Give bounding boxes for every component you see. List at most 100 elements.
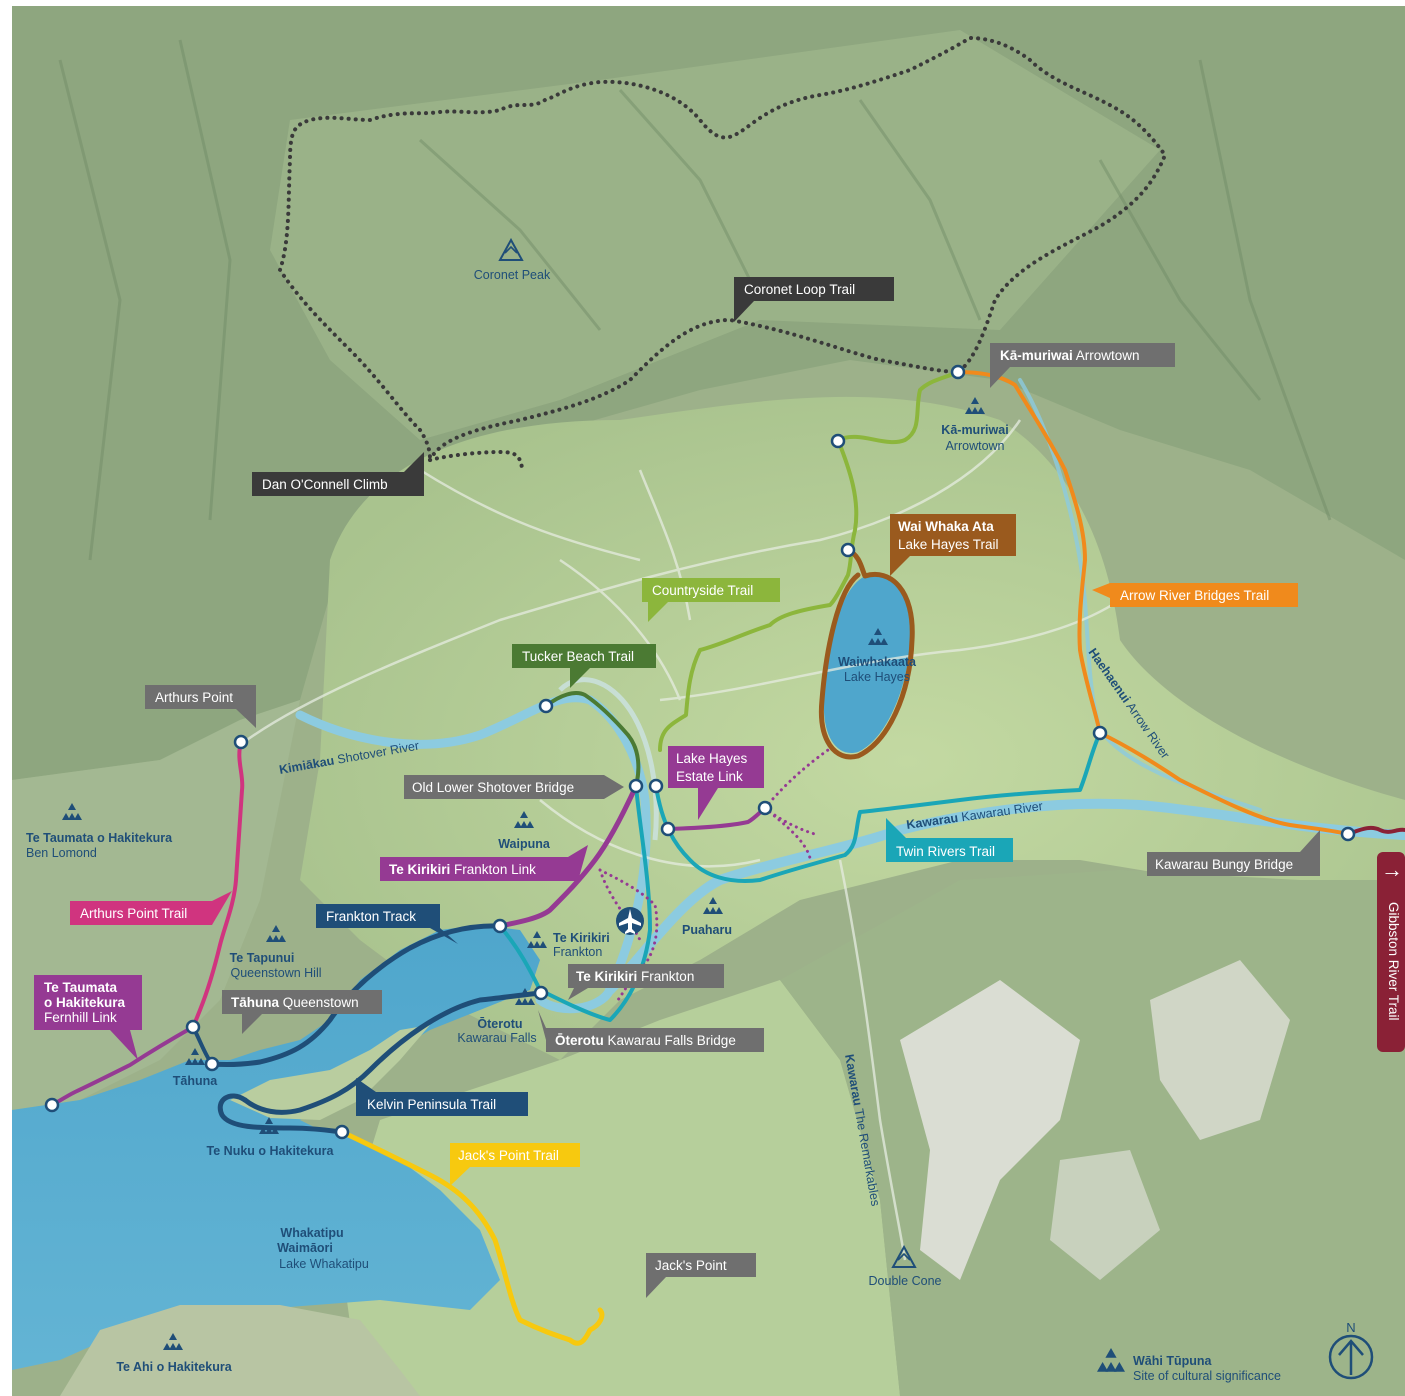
waipuna-name: Waipuna bbox=[498, 837, 551, 851]
trailhead-icon[interactable] bbox=[334, 1124, 350, 1140]
remarkables-snow bbox=[900, 980, 1080, 1280]
svg-text:Te Kirikiri Frankton Link: Te Kirikiri Frankton Link bbox=[389, 862, 536, 877]
trailhead-icon[interactable] bbox=[492, 918, 508, 934]
trailhead-icon[interactable] bbox=[840, 542, 856, 558]
tucker-beach-label[interactable]: Tucker Beach Trail bbox=[512, 644, 656, 688]
trails bbox=[50, 36, 1405, 1346]
frankton-track-path[interactable] bbox=[209, 923, 503, 1068]
trailhead-icon[interactable] bbox=[1092, 725, 1108, 741]
dan-oconnell-path[interactable] bbox=[428, 450, 524, 470]
trailhead-icon[interactable] bbox=[185, 1019, 201, 1035]
svg-text:Kā-muriwai Arrowtown: Kā-muriwai Arrowtown bbox=[1000, 348, 1140, 363]
airport-icon bbox=[616, 907, 644, 935]
lake-hayes-trail-label[interactable]: Wai Whaka Ata Lake Hayes Trail bbox=[890, 514, 1016, 576]
frankton-track-label[interactable]: Frankton Track bbox=[316, 904, 458, 944]
frankton-link-path[interactable] bbox=[497, 783, 639, 929]
old-lower-shotover-callout[interactable]: Old Lower Shotover Bridge bbox=[404, 775, 624, 799]
jacks-point-trail-label[interactable]: Jack's Point Trail bbox=[450, 1143, 580, 1186]
arthurs-point-trail-label[interactable]: Arthurs Point Trail bbox=[70, 891, 232, 925]
svg-text:Te Kirikiri Frankton: Te Kirikiri Frankton bbox=[576, 969, 694, 984]
frankton-place-name: Te Kirikiri bbox=[553, 931, 610, 945]
arrowtown-callout[interactable]: Kā-muriwai Arrowtown bbox=[990, 343, 1175, 388]
tucker-beach-trail-path[interactable] bbox=[544, 691, 641, 788]
countryside-label[interactable]: Countryside Trail bbox=[642, 578, 780, 622]
arrow-river bbox=[1018, 378, 1262, 812]
frankton-link-label[interactable]: Te Kirikiri Frankton Link bbox=[380, 845, 588, 881]
trailhead-icon[interactable] bbox=[233, 734, 249, 750]
frankton-callout[interactable]: Te Kirikiri Frankton bbox=[568, 964, 724, 1000]
place-names: Kā-muriwai Arrowtown Waiwhakaata Lake Ha… bbox=[26, 397, 1009, 1374]
north-arrow-icon: N bbox=[1328, 1320, 1374, 1380]
trailhead-icon[interactable] bbox=[648, 778, 664, 794]
shotover-braids bbox=[558, 677, 659, 841]
kelvin-peninsula-label[interactable]: Kelvin Peninsula Trail bbox=[356, 1078, 528, 1116]
trailhead-icon[interactable] bbox=[533, 985, 549, 1001]
jacks-point-trail-path[interactable] bbox=[339, 1129, 605, 1346]
svg-text:Coronet Loop Trail: Coronet Loop Trail bbox=[744, 282, 855, 297]
legend-title: Wāhi Tūpuna bbox=[1133, 1354, 1213, 1368]
lake-hayes-estate-link-label[interactable]: Lake Hayes Estate Link bbox=[668, 746, 764, 820]
coronet-basin bbox=[270, 30, 1160, 440]
svg-text:Arthurs Point Trail: Arthurs Point Trail bbox=[80, 906, 187, 921]
tahuna-name: Tāhuna bbox=[173, 1074, 218, 1088]
arthurs-point-trail-path[interactable] bbox=[191, 740, 245, 1029]
trailhead-icon[interactable] bbox=[538, 698, 554, 714]
svg-text:Lake Hayes Trail: Lake Hayes Trail bbox=[898, 537, 999, 552]
trailhead-icon[interactable] bbox=[950, 364, 966, 380]
svg-text:Kelvin Peninsula Trail: Kelvin Peninsula Trail bbox=[367, 1097, 496, 1112]
svg-text:Arthurs Point: Arthurs Point bbox=[155, 690, 233, 705]
kawarau-falls-name: Ōterotu bbox=[477, 1017, 522, 1031]
legend: Wāhi Tūpuna Site of cultural significanc… bbox=[1097, 1348, 1281, 1383]
trailhead-icon[interactable] bbox=[204, 1056, 220, 1072]
coronet-loop-label[interactable]: Coronet Loop Trail bbox=[734, 277, 894, 322]
svg-text:Lake Hayes: Lake Hayes bbox=[676, 751, 748, 766]
countryside-trail-path[interactable] bbox=[658, 370, 960, 752]
trailhead-icon[interactable] bbox=[628, 778, 644, 794]
arthurs-point-callout[interactable]: Arthurs Point bbox=[145, 685, 256, 728]
frankton-track-east[interactable] bbox=[242, 990, 544, 1115]
kawarau-falls-callout[interactable]: Ōterotu Kawarau Falls Bridge bbox=[538, 1010, 764, 1052]
arrow-river-bridges-label[interactable]: Arrow River Bridges Trail bbox=[1092, 583, 1298, 607]
twin-rivers-west-path[interactable] bbox=[498, 784, 652, 1022]
lake-name-1: Whakatipu bbox=[280, 1226, 343, 1240]
trailhead-icon[interactable] bbox=[660, 821, 676, 837]
trailheads bbox=[44, 364, 1356, 1140]
svg-text:Kawarau Bungy Bridge: Kawarau Bungy Bridge bbox=[1155, 857, 1293, 872]
gibbston-label: Gibbston River Trail bbox=[1386, 902, 1401, 1021]
fernhill-link-path[interactable] bbox=[50, 1025, 195, 1107]
kelvin-peninsula-path[interactable] bbox=[217, 1093, 345, 1135]
arrowtown-name: Kā-muriwai bbox=[941, 423, 1008, 437]
kawarau-bungy-callout[interactable]: Kawarau Bungy Bridge bbox=[1147, 830, 1320, 876]
twin-rivers-label[interactable]: Twin Rivers Trail bbox=[886, 818, 1013, 862]
queenstown-hill-sub: Queenstown Hill bbox=[230, 966, 321, 980]
trailhead-icon[interactable] bbox=[1340, 826, 1356, 842]
fernhill-link-label[interactable]: Te Taumata o Hakitekura Fernhill Link bbox=[34, 975, 142, 1060]
lake-name-2: Waimāori bbox=[277, 1241, 333, 1255]
coronet-loop-path[interactable] bbox=[278, 36, 1167, 462]
jacks-point-callout[interactable]: Jack's Point bbox=[646, 1253, 756, 1298]
lake-hayes-sub: Lake Hayes bbox=[844, 670, 910, 684]
twin-rivers-trail-path[interactable] bbox=[654, 731, 1102, 883]
double-cone-label: Double Cone bbox=[869, 1274, 942, 1288]
trailhead-icon[interactable] bbox=[830, 433, 846, 449]
svg-text:Tucker Beach Trail: Tucker Beach Trail bbox=[522, 649, 634, 664]
dan-oconnell-label[interactable]: Dan O'Connell Climb bbox=[252, 452, 424, 496]
svg-text:Frankton Track: Frankton Track bbox=[326, 909, 416, 924]
arrow-river-bridges-path[interactable] bbox=[956, 370, 1350, 836]
svg-text:Tāhuna Queenstown: Tāhuna Queenstown bbox=[231, 995, 359, 1010]
svg-text:o Hakitekura: o Hakitekura bbox=[44, 995, 126, 1010]
lake-hayes-trail-path[interactable] bbox=[818, 547, 915, 760]
trailhead-icon[interactable] bbox=[44, 1097, 60, 1113]
gibbston-trail-path[interactable] bbox=[1346, 825, 1405, 836]
remarkables-snow-south bbox=[1050, 1150, 1160, 1280]
svg-text:Fernhill Link: Fernhill Link bbox=[44, 1010, 117, 1025]
queenstown-callout[interactable]: Tāhuna Queenstown bbox=[222, 990, 382, 1034]
arrowtown-sub: Arrowtown bbox=[945, 439, 1004, 453]
svg-text:Wai Whaka Ata: Wai Whaka Ata bbox=[898, 519, 994, 534]
svg-text:Twin Rivers Trail: Twin Rivers Trail bbox=[896, 844, 995, 859]
te-ahi-name: Te Ahi o Hakitekura bbox=[116, 1360, 232, 1374]
svg-text:Dan O'Connell Climb: Dan O'Connell Climb bbox=[262, 477, 388, 492]
gibbston-river-trail-tab[interactable]: → Gibbston River Trail bbox=[1377, 852, 1405, 1052]
kawarau-falls-sub: Kawarau Falls bbox=[457, 1031, 536, 1045]
trailhead-icon[interactable] bbox=[757, 800, 773, 816]
